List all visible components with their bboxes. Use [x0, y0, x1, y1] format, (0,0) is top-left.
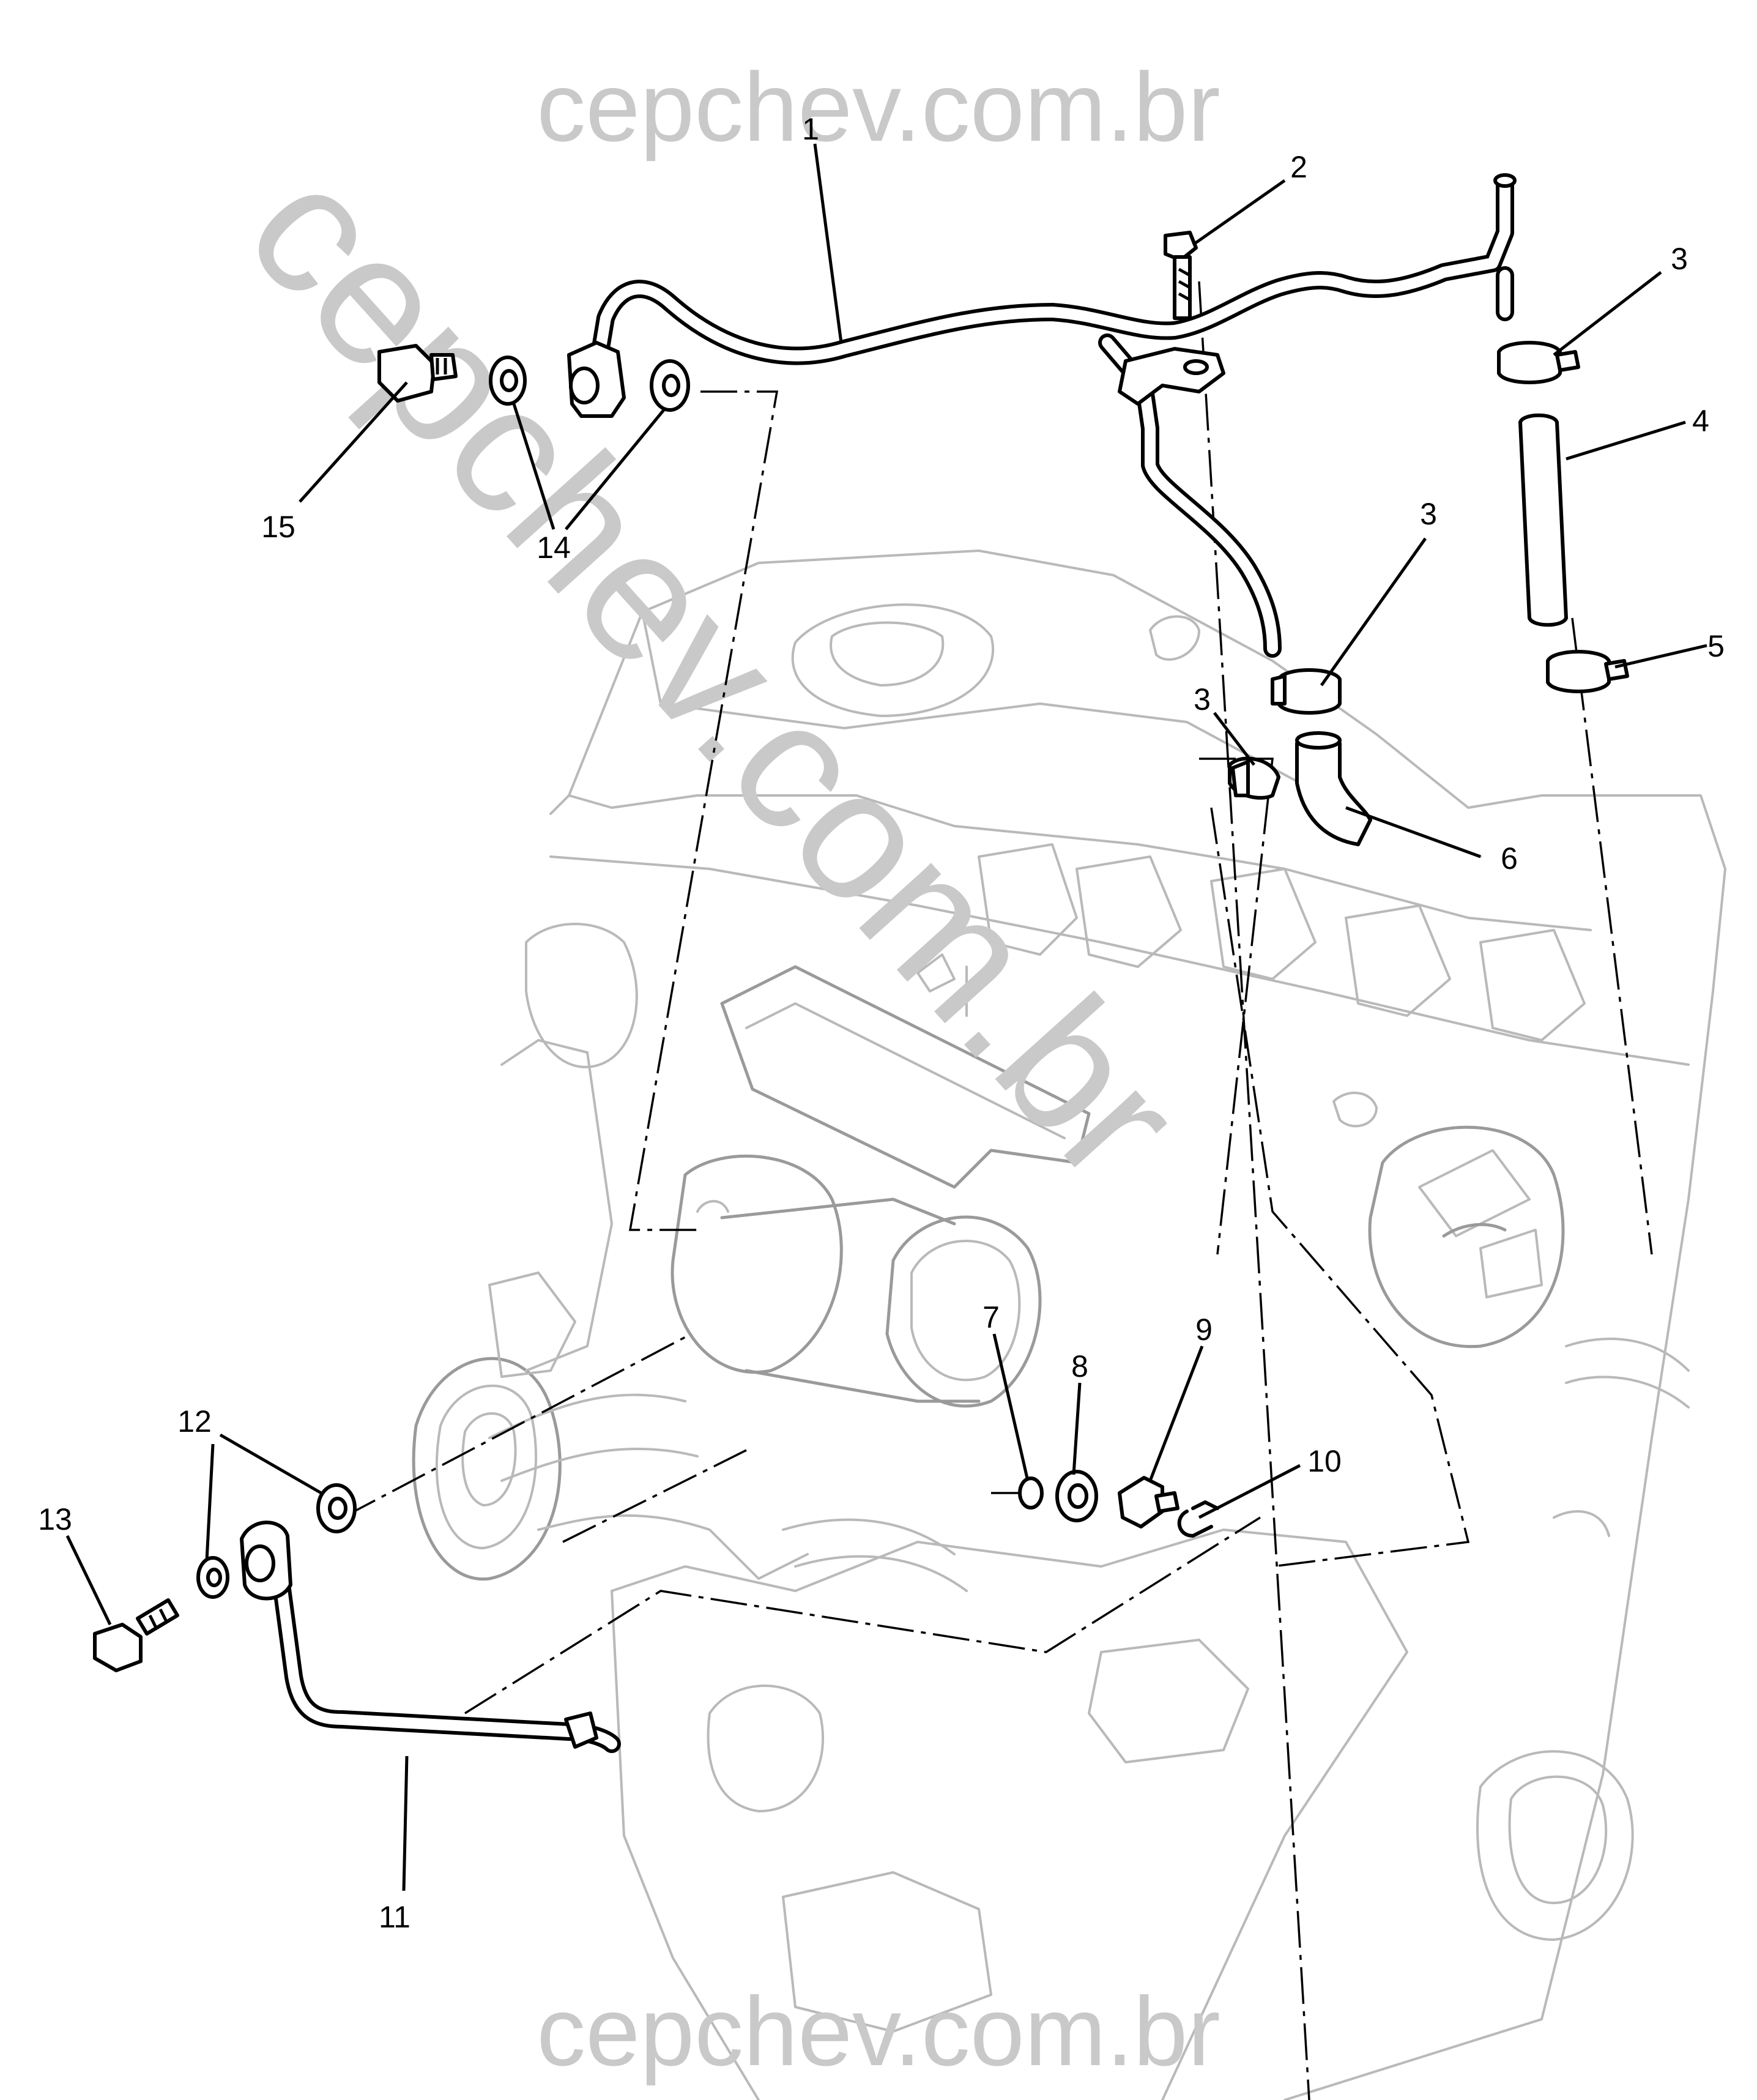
watermark-top: cepchev.com.br	[537, 52, 1220, 162]
callout-6: 6	[1501, 841, 1518, 876]
sealing-washer-12b	[196, 1556, 229, 1599]
callout-5: 5	[1707, 629, 1725, 663]
callout-3: 3	[1420, 497, 1437, 531]
retainer-clip-10	[1177, 1500, 1219, 1538]
callout-11: 11	[379, 1900, 410, 1934]
o-ring-7	[1018, 1476, 1044, 1510]
callout-10: 10	[1307, 1444, 1342, 1478]
fitting-9	[1118, 1476, 1179, 1528]
callout-3: 3	[1671, 242, 1688, 276]
sealing-washer-12a	[316, 1483, 357, 1533]
hose-clamp-3b	[1271, 668, 1342, 715]
bolt-13	[93, 1598, 179, 1672]
callout-12: 12	[177, 1404, 212, 1439]
callout-labels: 1 2 3 4 3 5 3 6 15 14 7 8 9 10 12 13 11	[38, 112, 1725, 1934]
callout-9: 9	[1195, 1312, 1213, 1347]
elbow-hose-6	[1295, 731, 1372, 846]
callout-4: 4	[1692, 404, 1709, 438]
callout-1: 1	[802, 112, 819, 146]
callout-2: 2	[1290, 150, 1307, 184]
watermark-group: cepchev.com.br cepchev.com.br cepchev.co…	[209, 52, 1220, 2086]
hose-clamp-3c	[1228, 756, 1280, 800]
callout-3: 3	[1194, 682, 1211, 717]
leader-lines	[65, 143, 1707, 1891]
callout-14: 14	[537, 531, 571, 565]
sealing-washer-14b	[650, 359, 690, 412]
bolt-2	[1164, 231, 1198, 320]
coolant-pipe-1	[567, 173, 1517, 658]
coolant-pipe-11	[240, 1521, 621, 1753]
assembly-lines	[342, 281, 1653, 2100]
callout-15: 15	[261, 510, 295, 544]
sealing-washer-14a	[489, 356, 527, 406]
callout-8: 8	[1071, 1349, 1088, 1383]
hose-clamp-3a	[1497, 341, 1580, 384]
engine-block-illustration	[412, 549, 1726, 2100]
hose-clamp-5	[1546, 650, 1629, 693]
callout-7: 7	[983, 1300, 1000, 1335]
bolt-15	[377, 344, 458, 403]
sealing-washer-8	[1055, 1470, 1098, 1522]
callout-13: 13	[38, 1502, 72, 1536]
watermark-diagonal: cepchev.com.br	[209, 127, 1220, 1218]
hose-4	[1518, 413, 1568, 627]
watermark-bottom: cepchev.com.br	[537, 1976, 1220, 2086]
